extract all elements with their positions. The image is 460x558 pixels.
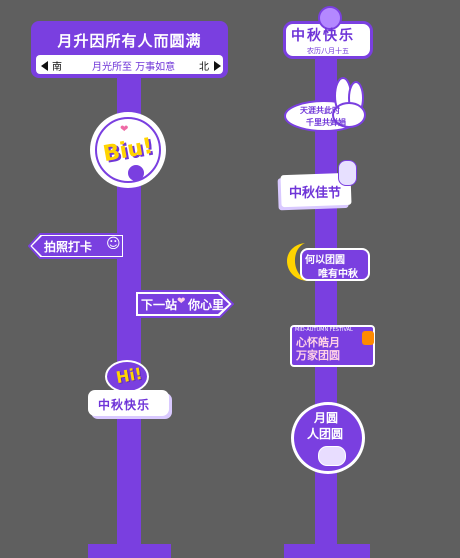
biu-text: Biu! (101, 133, 155, 167)
lantern-icon (362, 331, 374, 345)
right-base (284, 544, 370, 558)
round-badge-line-2: 人团圆 (307, 427, 344, 441)
rabbit-line-1: 天涯共此时 (300, 106, 340, 115)
rabbit-line-2: 千里共婵娟 (306, 118, 346, 127)
moon-message-line-2: 唯有中秋 (318, 269, 358, 280)
left-top-sign-title: 月升因所有人而圆满 (57, 31, 202, 50)
biu-dot (128, 165, 144, 181)
next-stop-text: 下一站 (141, 298, 178, 312)
festival-card (290, 325, 375, 367)
left-bottom-sign (88, 390, 169, 416)
festival-label-text: 中秋佳节 (289, 186, 342, 201)
rabbit-icon (338, 160, 357, 186)
left-bottom-sign-text: 中秋快乐 (98, 398, 151, 412)
rabbit-sign: 天涯共此时 千里共婵娟 (283, 76, 371, 134)
round-badge-line-1: 月圆 (314, 411, 339, 425)
left-arrow-icon (41, 61, 48, 71)
next-stop-text-2: 你心里 (188, 298, 225, 312)
right-top-badge-title: 中秋快乐 (291, 28, 355, 44)
next-stop-sign: 下一站 ❤ 你心里 (134, 290, 234, 318)
rabbit-illustration-icon (318, 446, 346, 466)
hi-badge (105, 360, 149, 393)
moon-icon (287, 243, 309, 281)
left-top-sign-subbar (36, 55, 223, 74)
right-top-badge-subtitle: 农历八月十五 (307, 47, 349, 55)
right-arrow-icon (214, 61, 221, 71)
left-top-sign-subtitle: 月光所至 万事如意 (92, 62, 176, 73)
festival-card-line-1: 心怀皓月 (296, 336, 340, 349)
heart-icon: ❤ (177, 296, 186, 307)
smile-icon: ☺ (106, 236, 121, 252)
moon-message-box (300, 248, 370, 281)
direction-left-label: 南 (52, 62, 62, 73)
direction-right-label: 北 (199, 62, 209, 73)
festival-card-top: MID-AUTUMN FESTIVAL (295, 327, 353, 333)
moon-message-line-1: 何以团圆 (305, 255, 345, 266)
biu-heart-icon: ❤ (120, 124, 129, 135)
photo-sign: 拍照打卡 ☺ (28, 233, 125, 259)
left-base (88, 544, 171, 558)
flower-icon (318, 6, 342, 30)
left-top-sign: 月升因所有人而圆满 南 月光所至 万事如意 北 (31, 21, 228, 78)
photo-sign-text: 拍照打卡 (44, 240, 93, 254)
festival-card-line-2: 万家团圆 (296, 349, 340, 362)
